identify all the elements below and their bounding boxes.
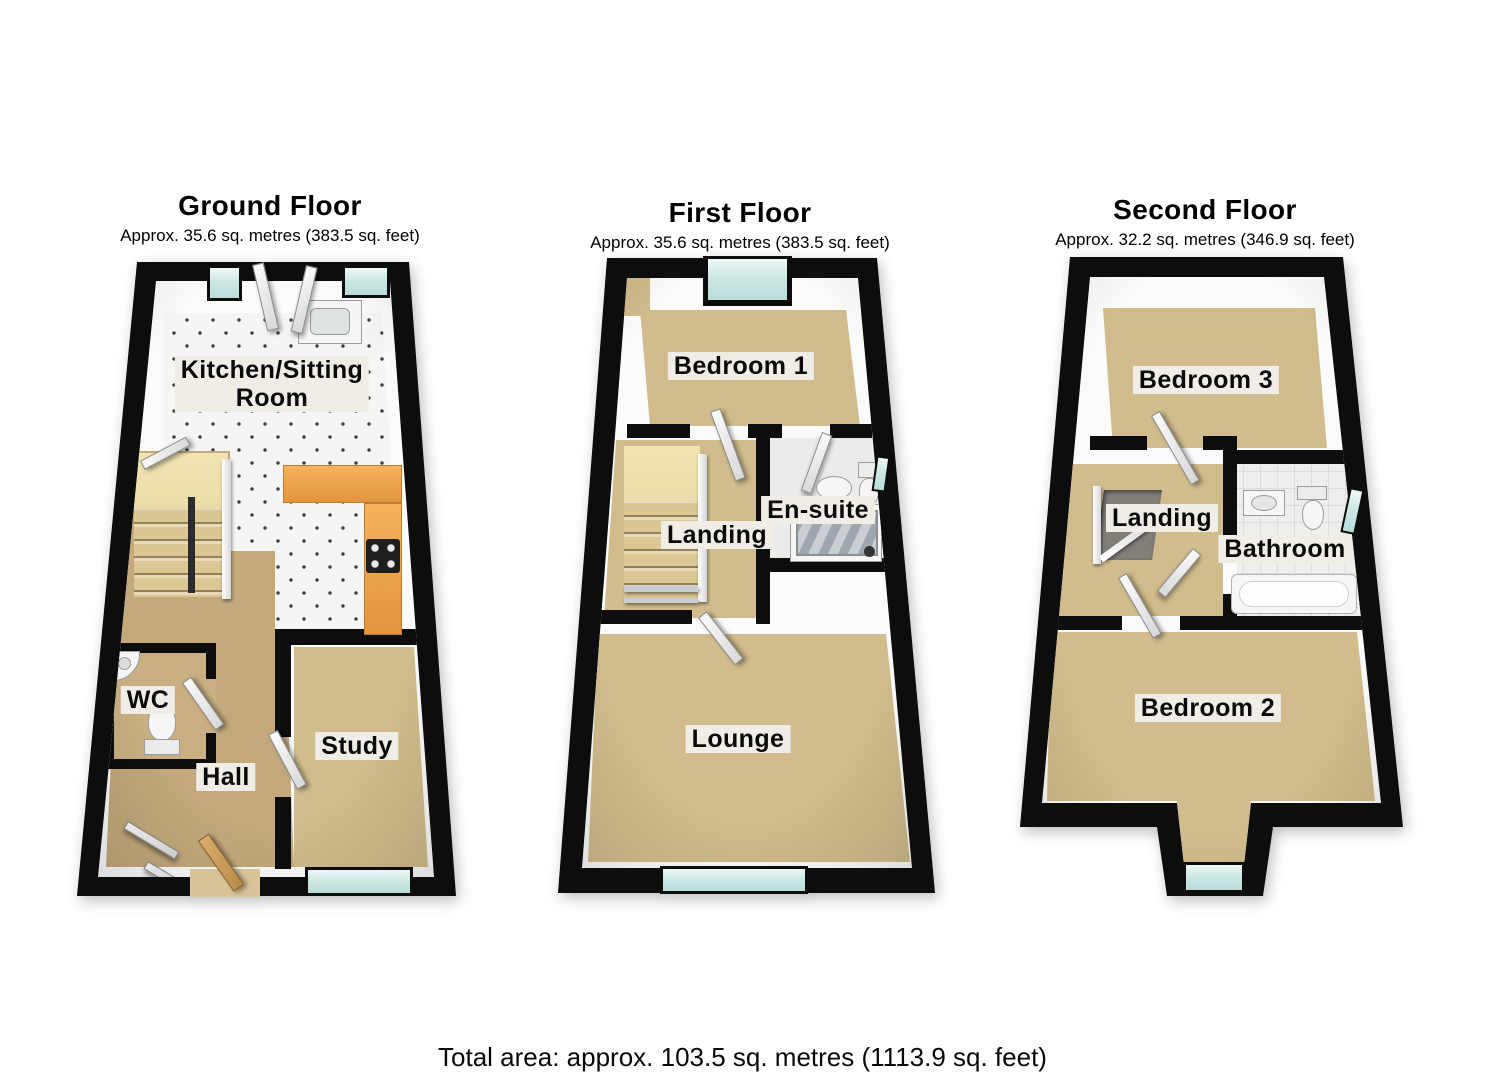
room-label-lounge: Lounge: [685, 725, 791, 753]
kitchen-counter: [283, 465, 402, 503]
second-floor-header: Second Floor Approx. 32.2 sq. metres (34…: [1015, 194, 1395, 250]
bedroom1-wall-segment-2: [748, 424, 782, 438]
bedroom3-wall-segment: [1090, 436, 1147, 450]
room-label-bedroom3: Bedroom 3: [1132, 366, 1280, 394]
room-label-bathroom: Bathroom: [1218, 535, 1352, 563]
room-label-landing-second: Landing: [1105, 504, 1219, 532]
bay-window: [703, 256, 792, 306]
kitchen-sink-bowl: [310, 308, 350, 335]
kitchen-hob: [366, 539, 400, 573]
bathroom-toilet-cistern: [1297, 486, 1327, 500]
first-floor-title: First Floor: [668, 197, 812, 228]
wc-toilet-cistern: [144, 739, 180, 755]
bedroom1-wall-segment: [627, 424, 690, 438]
banister: [1093, 486, 1101, 564]
handrail: [624, 586, 698, 592]
first-floor-plan: [540, 250, 950, 900]
room-label-bedroom2: Bedroom 2: [1134, 694, 1282, 722]
bathroom-toilet-bowl: [1302, 500, 1324, 530]
room-label-hall: Hall: [196, 763, 256, 791]
shower-head: [864, 546, 875, 557]
bathroom-top-wall: [1237, 450, 1355, 464]
stairs: [134, 507, 228, 597]
wall-joint: [1223, 436, 1237, 464]
kitchen-study-wall: [275, 629, 425, 645]
front-window-2: [342, 265, 390, 298]
stair-rail: [188, 497, 195, 593]
room-label-wc: WC: [120, 686, 176, 714]
bedroom2-top-wall-2: [1180, 616, 1381, 630]
first-floor-area: Approx. 35.6 sq. metres (383.5 sq. feet): [590, 233, 890, 252]
bathroom-sink-bowl: [1251, 495, 1277, 511]
ground-floor-title: Ground Floor: [178, 190, 362, 221]
second-floor-title: Second Floor: [1113, 194, 1297, 225]
room-label-ensuite: En-suite: [761, 496, 875, 524]
total-area-text: Total area: approx. 103.5 sq. metres (11…: [438, 1042, 1047, 1072]
room-label-study: Study: [315, 732, 399, 760]
bath-basin: [1239, 581, 1349, 607]
bedroom1-wall-segment-3: [830, 424, 872, 438]
stairs-landing: [624, 446, 700, 500]
second-floor-plan: [1005, 250, 1415, 910]
bedroom2-top-wall: [1042, 616, 1122, 630]
banister: [222, 459, 231, 599]
room-label-bedroom1: Bedroom 1: [667, 352, 815, 380]
ground-floor-header: Ground Floor Approx. 35.6 sq. metres (38…: [85, 190, 455, 246]
wc-sink-bowl: [118, 657, 131, 670]
handrail-2: [624, 598, 698, 603]
study-window: [305, 867, 413, 896]
second-floor-area: Approx. 32.2 sq. metres (346.9 sq. feet): [1055, 230, 1355, 249]
stairs: [624, 500, 700, 602]
front-window: [207, 265, 242, 301]
room-label-landing-first: Landing: [660, 521, 774, 549]
ground-floor-plan: [70, 255, 465, 905]
room-label-kitchen-sitting-room: Kitchen/Sitting Room: [174, 356, 370, 412]
hall-study-wall-upper: [275, 645, 291, 737]
landing-bathroom-wall: [1223, 464, 1237, 550]
dormer-window: [1183, 862, 1245, 893]
lounge-top-wall: [586, 610, 692, 624]
ground-floor-area: Approx. 35.6 sq. metres (383.5 sq. feet): [120, 226, 420, 245]
first-floor-header: First Floor Approx. 35.6 sq. metres (383…: [555, 197, 925, 253]
hall-study-wall-lower: [275, 797, 291, 869]
lounge-window: [660, 866, 808, 894]
